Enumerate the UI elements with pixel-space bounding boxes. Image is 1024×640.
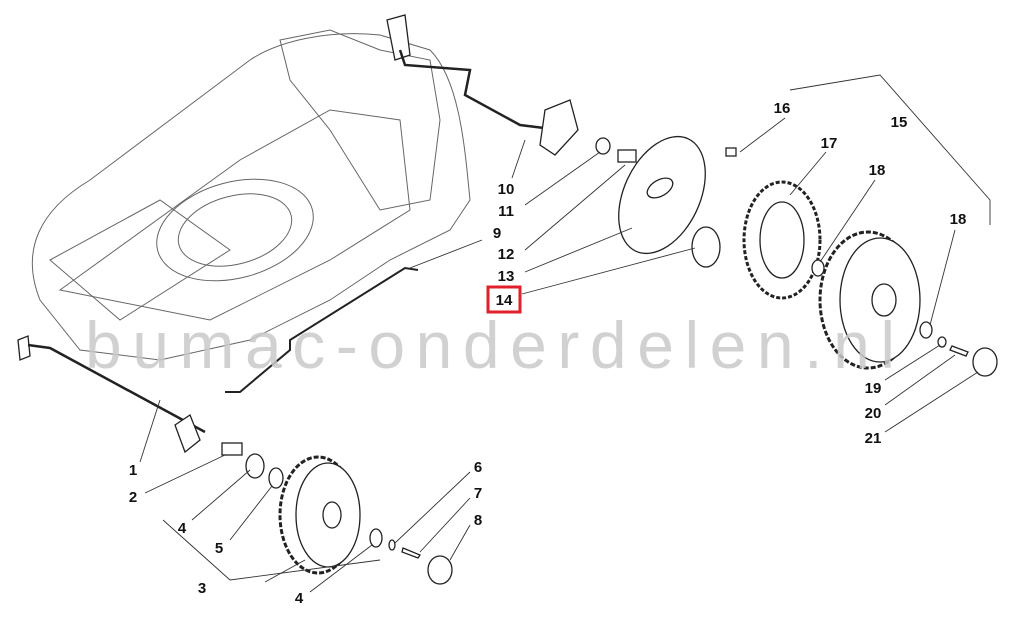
callout-11: 11 [498,203,514,220]
group-bracket-3 [162,519,381,581]
hub-cap-21 [972,347,998,377]
screw-7 [401,547,421,559]
mower-deck [31,29,471,361]
callout-20: 20 [865,405,882,422]
bearing-5 [268,467,284,489]
callout-15: 15 [891,114,908,131]
screw-16 [725,147,737,157]
height-adjust-rod [386,14,579,156]
leader-lines [139,117,979,593]
callout-16: 16 [774,100,791,117]
callout-18-a: 18 [869,162,886,179]
bushing-18b [919,321,933,339]
rear-wheel [818,230,921,370]
bushing-4b [369,528,383,548]
callout-13: 13 [498,268,515,285]
callout-10: 10 [498,181,515,198]
callout-21: 21 [865,430,882,447]
callout-5: 5 [215,540,223,557]
cover-disc [618,135,706,255]
group-bracket-15 [789,74,991,225]
callout-9: 9 [493,225,501,242]
callout-14[interactable]: 14 [496,292,513,309]
gear-ring [742,180,822,300]
callout-4-a: 4 [178,520,187,537]
callout-6: 6 [474,459,482,476]
highlight-box [486,285,522,314]
callout-19: 19 [865,380,882,397]
screw-20 [949,345,969,357]
callout-labels: 10 11 9 12 13 14 16 15 17 18 18 19 20 21… [129,100,967,607]
pinion-gear-14 [691,226,721,268]
callout-18-b: 18 [950,211,967,228]
callout-4-b: 4 [295,590,304,607]
hub-cap-8 [427,555,453,585]
callout-3: 3 [198,580,206,597]
link-rod [225,266,419,393]
bushing-18a [811,259,825,277]
front-wheel [278,455,361,575]
callout-7: 7 [474,485,482,502]
spring-parts-upper [595,137,637,163]
washer-19 [937,336,947,348]
watermark-text: bumac-onderdelen.nl [85,308,895,382]
callout-1: 1 [129,462,137,479]
callout-12: 12 [498,246,515,263]
bushing-4a [245,453,265,479]
washer-6 [388,539,396,551]
callout-8: 8 [474,512,482,529]
front-axle [17,335,243,456]
callout-17: 17 [821,135,838,152]
callout-2: 2 [129,489,137,506]
